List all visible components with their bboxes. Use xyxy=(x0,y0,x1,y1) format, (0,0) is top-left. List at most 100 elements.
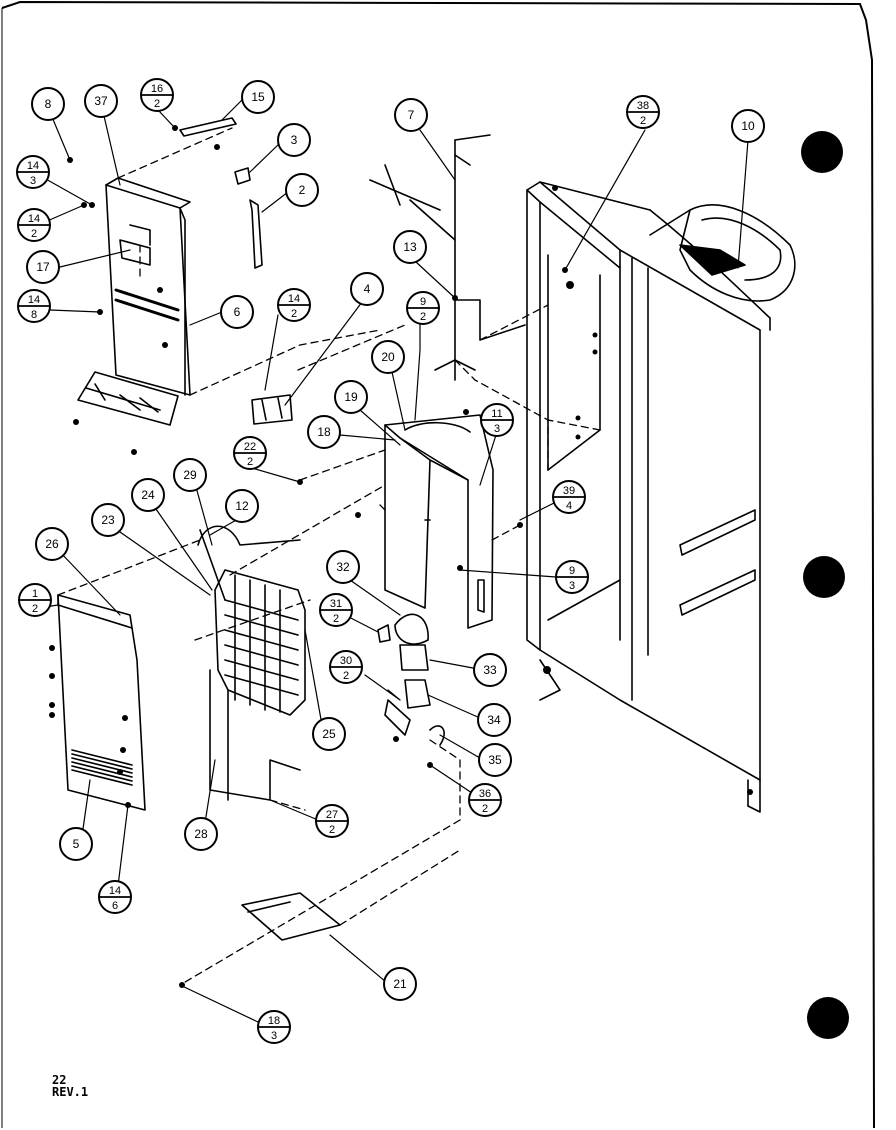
callout-number: 39 xyxy=(563,485,575,497)
callout-quantity: 3 xyxy=(30,175,36,187)
callout-quantity: 2 xyxy=(291,308,297,320)
callout-number: 2 xyxy=(299,183,306,197)
callout-32: 32 xyxy=(326,550,360,584)
callout-circle xyxy=(241,80,275,114)
callout-number: 28 xyxy=(194,827,208,841)
callout-number: 32 xyxy=(336,560,350,574)
callout-14-2a: 142 xyxy=(17,208,51,242)
callout-1-2: 12 xyxy=(18,583,52,617)
callout-quantity: 8 xyxy=(31,309,37,321)
callout-31-2: 312 xyxy=(319,593,353,627)
callout-9-3: 93 xyxy=(555,560,589,594)
callout-number: 16 xyxy=(151,83,163,95)
callout-34: 34 xyxy=(477,703,511,737)
callout-number: 6 xyxy=(234,305,241,319)
evaporator-cover xyxy=(57,594,146,811)
callout-number: 14 xyxy=(28,213,40,225)
callout-quantity: 2 xyxy=(482,803,488,815)
callout-number: 19 xyxy=(344,390,358,404)
callout-number: 13 xyxy=(403,240,417,254)
callout-quantity: 3 xyxy=(569,580,575,592)
callout-27-2: 272 xyxy=(315,804,349,838)
callout-8: 8 xyxy=(31,87,65,121)
callout-number: 11 xyxy=(491,408,502,420)
callout-number: 1 xyxy=(32,588,38,600)
callout-quantity: 2 xyxy=(640,115,646,127)
callout-17: 17 xyxy=(26,250,60,284)
tubing-7 xyxy=(369,134,526,381)
callout-number: 7 xyxy=(408,108,415,122)
callout-14-3: 143 xyxy=(16,155,50,189)
callout-circle xyxy=(84,84,118,118)
callout-circle xyxy=(31,87,65,121)
page-footer: 22 REV.1 xyxy=(52,1074,88,1098)
callout-circle xyxy=(334,380,368,414)
callout-quantity: 2 xyxy=(333,613,339,625)
assembly-lines xyxy=(57,127,601,986)
callout-number: 21 xyxy=(393,977,407,991)
callout-quantity: 2 xyxy=(329,824,335,836)
callout-14-8: 148 xyxy=(17,289,51,323)
callout-circle xyxy=(225,489,259,523)
callout-circle xyxy=(59,827,93,861)
callout-21: 21 xyxy=(383,967,417,1001)
punch-hole-middle xyxy=(803,556,845,598)
callout-22-2: 222 xyxy=(233,436,267,470)
callout-quantity: 4 xyxy=(566,500,572,512)
callout-circle xyxy=(326,550,360,584)
punch-hole-bottom xyxy=(807,997,849,1039)
callout-number: 14 xyxy=(28,294,40,306)
callout-number: 14 xyxy=(27,160,39,172)
callout-number: 10 xyxy=(741,119,755,133)
callout-circle xyxy=(383,967,417,1001)
callout-number: 33 xyxy=(483,663,497,677)
callout-number: 8 xyxy=(45,97,52,111)
callout-30-2: 302 xyxy=(329,650,363,684)
bracket-15 xyxy=(179,117,237,137)
callout-circle xyxy=(393,230,427,264)
callout-number: 25 xyxy=(322,727,336,741)
callout-14-2b: 142 xyxy=(277,288,311,322)
callout-quantity: 2 xyxy=(343,670,349,682)
callout-circle xyxy=(35,527,69,561)
part-3 xyxy=(234,167,251,185)
callout-number: 31 xyxy=(330,598,342,610)
callout-circle xyxy=(285,173,319,207)
callout-number: 22 xyxy=(244,441,256,453)
part-2 xyxy=(249,199,263,269)
callout-circle xyxy=(477,703,511,737)
callout-number: 30 xyxy=(340,655,352,667)
callout-circle xyxy=(220,295,254,329)
callout-circle xyxy=(26,250,60,284)
callout-circle xyxy=(173,458,207,492)
callout-quantity: 2 xyxy=(32,603,38,615)
callout-quantity: 3 xyxy=(494,423,500,435)
callout-number: 20 xyxy=(381,350,395,364)
callout-28: 28 xyxy=(184,817,218,851)
callout-number: 26 xyxy=(45,537,59,551)
ice-maker xyxy=(649,204,796,302)
callout-33: 33 xyxy=(473,653,507,687)
callout-quantity: 6 xyxy=(112,900,118,912)
callout-36-2: 362 xyxy=(468,783,502,817)
callout-circle xyxy=(131,478,165,512)
fasteners xyxy=(49,125,753,988)
callout-5: 5 xyxy=(59,827,93,861)
callout-quantity: 2 xyxy=(420,311,426,323)
callout-circle xyxy=(184,817,218,851)
bracket-4 xyxy=(251,394,293,425)
callout-12: 12 xyxy=(225,489,259,523)
callout-circle xyxy=(277,123,311,157)
callout-38-2: 382 xyxy=(626,95,660,129)
callout-20: 20 xyxy=(371,340,405,374)
callout-number: 23 xyxy=(101,513,115,527)
callout-35: 35 xyxy=(478,743,512,777)
callout-circle xyxy=(394,98,428,132)
callout-11-3: 113 xyxy=(480,403,514,437)
callout-18: 18 xyxy=(307,415,341,449)
callout-number: 29 xyxy=(183,468,197,482)
callout-number: 14 xyxy=(288,293,300,305)
callout-number: 18 xyxy=(317,425,331,439)
callout-circle xyxy=(307,415,341,449)
